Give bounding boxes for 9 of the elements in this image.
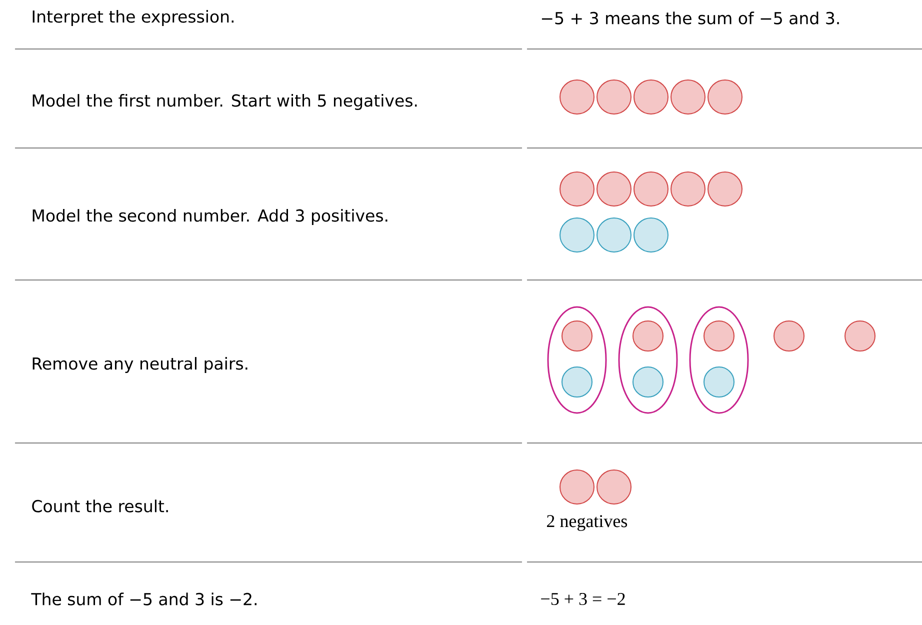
row-instruction: Count the result. bbox=[32, 500, 168, 512]
equation-text: −5 + 3 = −2 bbox=[541, 592, 625, 606]
row-instruction: Interpret the expression. bbox=[32, 10, 234, 26]
row-instruction: Remove any neutral pairs. bbox=[32, 357, 248, 373]
result-caption: 2 negatives bbox=[547, 515, 628, 531]
row-instruction: Model the second number. Add 3 positives. bbox=[32, 209, 388, 225]
expression-text: −5 + 3 means the sum of −5 and 3. bbox=[542, 12, 839, 24]
row-instruction: The sum of −5 and 3 is −2. bbox=[31, 592, 256, 606]
row-instruction: Model the first number. Start with 5 negatives. bbox=[32, 94, 417, 110]
